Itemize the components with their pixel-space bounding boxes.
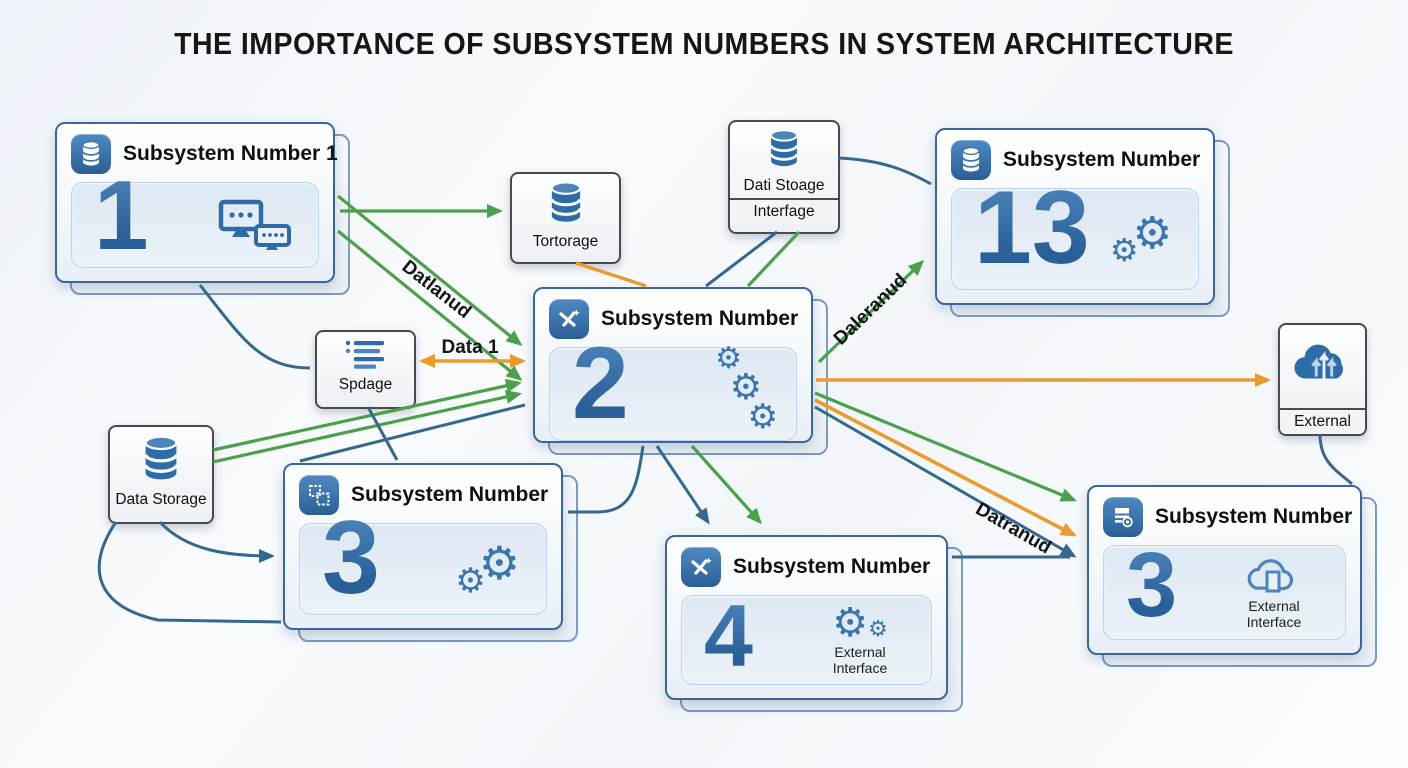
node-label: Spdage (338, 376, 393, 393)
subsystem-card-3-left: Subsystem Number 3 ⚙⚙ (283, 463, 578, 642)
edge-tortorage-s2 (575, 261, 647, 288)
node-external: External (1278, 323, 1367, 436)
subsystem-card-1: Subsystem Number 1 1 (55, 122, 350, 295)
gear-external-icon: ⚙⚙ External Interface (815, 603, 905, 676)
gears-cascade-icon: ⚙ ⚙ ⚙ (715, 341, 778, 437)
node-label: Data Storage (115, 491, 207, 508)
node-label: Dati Stoage (743, 177, 825, 194)
database-icon (135, 434, 187, 489)
edge-interfage-s2-blue (705, 230, 778, 288)
edge-label-datlanud: Datlanud (397, 256, 475, 323)
subsystem-card-13: Subsystem Number 13 ⚙⚙ (935, 128, 1230, 317)
card-title: Subsystem Number (733, 555, 931, 578)
node-spdage: Spdage (315, 330, 416, 409)
node-data-storage: Data Storage (108, 425, 214, 524)
node-dati-stoage: Dati Stoage Interfage (728, 120, 840, 234)
list-icon (343, 339, 389, 374)
node-label: External (1280, 408, 1365, 434)
chat-monitors-icon (218, 199, 292, 251)
external-interface-label: External Interface (832, 644, 888, 676)
card-title: Subsystem Number (351, 483, 549, 506)
edge-label-datranud: Datranud (971, 498, 1055, 559)
database-icon (71, 134, 111, 174)
edge-datastorage-s3l (158, 520, 275, 563)
page-title: THE IMPORTANCE OF SUBSYSTEM NUMBERS IN S… (174, 26, 1234, 61)
edge-s2-s3l-elbow (568, 445, 645, 514)
subsystem-number-value: 3 (322, 500, 380, 617)
subsystem-card-2: Subsystem Number 2 ⚙ ⚙ ⚙ (533, 287, 828, 455)
subsystem-card-3-right: Subsystem Number 3 External Interface (1087, 485, 1377, 667)
subsystem-number-value: 4 (704, 586, 753, 686)
card-title: Subsystem Number (1003, 148, 1201, 171)
database-icon (951, 140, 991, 180)
card-title: Subsystem Number 1 (123, 142, 338, 165)
report-icon (1103, 497, 1143, 537)
database-icon (762, 122, 806, 175)
edge-s2-interfage-green (746, 230, 801, 288)
edge-label-daleranud: Daleranud (829, 269, 912, 350)
edge-label-data1: Data 1 (441, 337, 499, 358)
card-title: Subsystem Number (1155, 505, 1353, 528)
subsystem-card-4: Subsystem Number 4 ⚙⚙ External Interface (665, 535, 963, 712)
node-label: Tortorage (532, 232, 599, 250)
modules-icon (299, 475, 339, 515)
edge-datstoage-s13 (837, 156, 932, 186)
gears-icon: ⚙⚙ (1109, 208, 1172, 269)
subsystem-number-value: 13 (974, 170, 1090, 287)
gears-icon: ⚙⚙ (455, 536, 520, 601)
edge-s2-s4-green (690, 444, 763, 525)
tools-icon (549, 299, 589, 339)
edge-datastorage-s3l-low (97, 521, 282, 624)
cloud-upload-icon (1292, 325, 1354, 396)
subsystem-number-value: 3 (1126, 534, 1178, 637)
external-interface-label: External Interface (1246, 597, 1302, 630)
tools-icon (681, 547, 721, 587)
subsystem-number-value: 1 (94, 159, 149, 270)
edge-external-s3r (1318, 433, 1353, 486)
card-title: Subsystem Number (601, 307, 799, 330)
edge-spdage-s3l (366, 406, 399, 461)
edge-s3l-s2 (299, 403, 526, 463)
node-tortorage: Tortorage (510, 172, 621, 264)
node-sublabel: Interfage (730, 198, 838, 224)
edge-s2-s3r-orange (814, 398, 1077, 537)
edge-s1-spdage (198, 284, 311, 370)
database-icon (542, 180, 590, 231)
cloud-icon: External Interface (1229, 555, 1319, 630)
edge-s2-s4-blue (655, 445, 710, 525)
edge-s2-s3r-green (814, 391, 1077, 502)
subsystem-number-value: 2 (572, 326, 629, 441)
